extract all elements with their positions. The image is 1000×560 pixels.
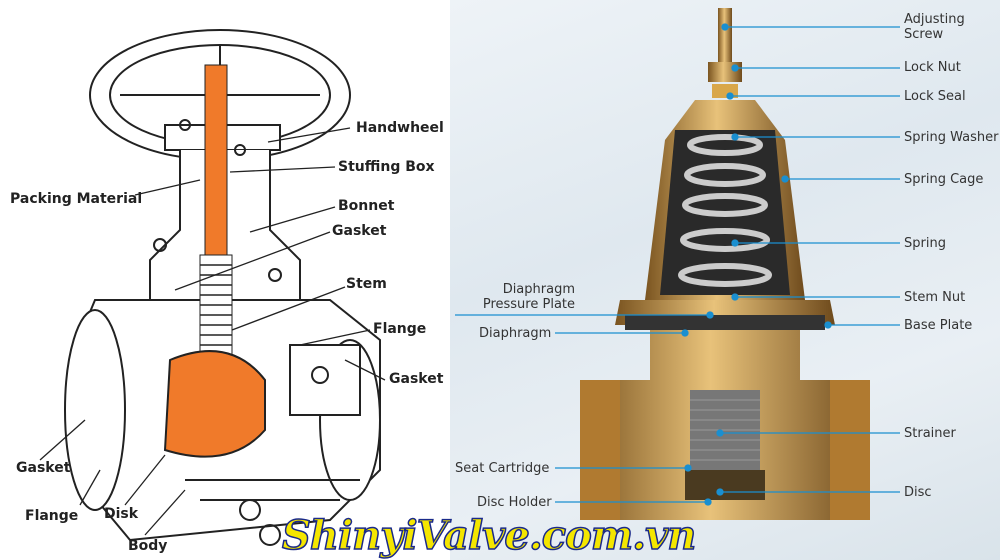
label-bonnet: Bonnet [338, 198, 395, 214]
label-disc-holder: Disc Holder [477, 495, 552, 510]
label-spring-washer: Spring Washer [904, 130, 999, 145]
label-gasket-right: Gasket [389, 371, 444, 387]
stem-shape [204, 64, 228, 256]
label-spring-cage: Spring Cage [904, 172, 984, 187]
label-handwheel: Handwheel [356, 120, 444, 136]
label-seat-cartridge: Seat Cartridge [455, 461, 550, 476]
label-spring: Spring [904, 236, 946, 251]
label-diaphragm-pressure-plate: Diaphragm Pressure Plate [482, 282, 575, 312]
label-flange-right: Flange [373, 321, 427, 337]
label-body: Body [128, 538, 168, 554]
label-base-plate: Base Plate [904, 318, 973, 333]
watermark: ShinyiValve.com.vn [281, 512, 697, 559]
label-lock-seal: Lock Seal [904, 89, 966, 104]
label-stuffing-box: Stuffing Box [338, 159, 435, 175]
label-stem-nut: Stem Nut [904, 290, 966, 305]
label-gasket-left: Gasket [16, 460, 71, 476]
label-stem: Stem [346, 276, 387, 292]
label-flange-left: Flange [25, 508, 79, 524]
pressure-reducing-valve-diagram: Adjusting Screw Lock Nut Lock Seal Sprin… [450, 0, 1000, 560]
label-gasket-top: Gasket [332, 223, 387, 239]
gate-valve-diagram: Handwheel Stuffing Box Packing Material … [0, 0, 450, 560]
label-disc: Disc [904, 485, 932, 500]
label-strainer: Strainer [904, 426, 956, 441]
label-disk: Disk [104, 506, 139, 522]
label-packing-material: Packing Material [10, 191, 143, 207]
gate-valve-drawing [39, 29, 386, 546]
label-diaphragm: Diaphragm [479, 326, 552, 341]
disk-shape [163, 350, 266, 458]
prv-drawing [455, 8, 900, 520]
label-adjusting-screw: Adjusting Screw [904, 12, 965, 42]
label-lock-nut: Lock Nut [904, 60, 961, 75]
